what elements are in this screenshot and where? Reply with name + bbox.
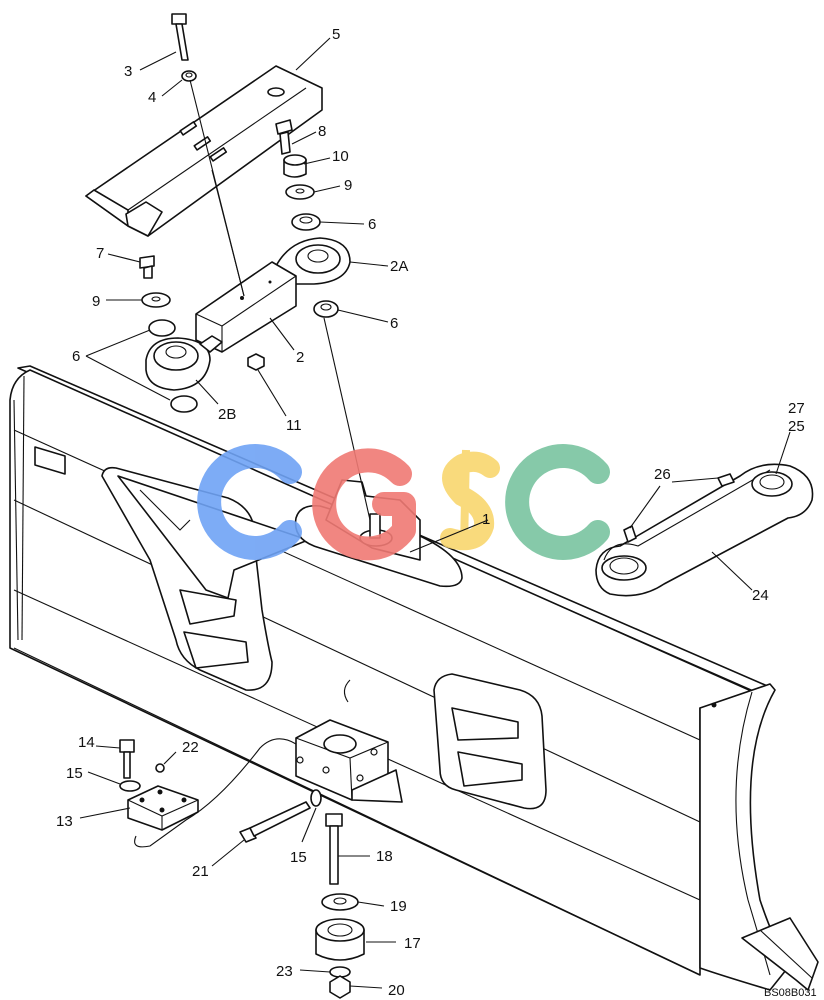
nut-11: [247, 353, 265, 371]
callout-14: 14: [78, 734, 95, 751]
callout-6-left: 6: [72, 348, 80, 365]
bolt-14-head: [119, 739, 135, 753]
washer-9-upper: [285, 184, 315, 200]
bolt-8-shank: [279, 131, 291, 155]
left-bracket-lug-lower: [183, 631, 249, 669]
blade-end-plate: [699, 683, 791, 991]
callout-3: 3: [124, 63, 132, 80]
callout-8: 8: [318, 123, 326, 140]
callout-10: 10: [332, 148, 349, 165]
watermark-logo: [197, 444, 610, 561]
drawing-code: BS08B031: [764, 987, 817, 999]
callout-19: 19: [390, 898, 407, 915]
bolt-3-shank: [175, 23, 189, 61]
callout-26: 26: [654, 466, 671, 483]
right-bracket-lug-lower: [457, 751, 523, 787]
grease-fitting-22: [155, 763, 165, 773]
bolt-21-shank: [249, 801, 311, 837]
callout-2b: 2B: [218, 406, 236, 423]
watermark-letter-3-bar: [460, 449, 470, 549]
name-plate: [34, 446, 66, 475]
callout-9-upper: 9: [344, 177, 352, 194]
right-bracket-lug-upper: [451, 707, 519, 741]
washer-4: [181, 70, 197, 82]
bolt-8-head: [275, 119, 293, 135]
tube-end-right: [125, 201, 163, 237]
watermark-letter-2: [312, 448, 416, 561]
rod-end-2b-ball: [153, 341, 199, 371]
callout-24: 24: [752, 587, 769, 604]
grease-fitting-26-upper: [717, 473, 735, 487]
callout-21: 21: [192, 863, 209, 880]
washer-9-left: [141, 292, 171, 308]
bolt-18-shank: [329, 825, 339, 885]
callout-27: 27: [788, 400, 805, 417]
washer-19: [321, 893, 359, 911]
watermark-letter-3: [440, 451, 500, 551]
dozer-blade: [9, 365, 819, 991]
left-bracket-lug-upper: [179, 589, 237, 625]
bolt-7-shank: [143, 265, 153, 279]
blade-mark: [343, 679, 351, 703]
link-bushing-25-right: [751, 471, 793, 497]
grease-fitting-26-lower: [623, 525, 637, 543]
callout-2a: 2A: [390, 258, 408, 275]
spacer-6-left-lower: [170, 395, 198, 413]
bolt-18-head: [325, 813, 343, 827]
spacer-6-right: [313, 300, 339, 318]
callout-6-upper: 6: [368, 216, 376, 233]
washer-15-left: [119, 780, 141, 792]
upper-linkage: [85, 13, 371, 521]
callout-18: 18: [376, 848, 393, 865]
bolt-3-head: [171, 13, 187, 25]
washer-15-right: [310, 789, 322, 807]
callout-25: 25: [788, 418, 805, 435]
callout-labels: 1 2 2A 2B 3 4 5 6 6 6 7 8 9 9 10 11 13 1…: [56, 26, 817, 999]
mount-bore: [323, 734, 357, 754]
spacer-6-upper: [291, 213, 321, 231]
adjuster-body-2: [195, 261, 297, 353]
pivot-pin: [369, 513, 381, 539]
tube-slot-3: [209, 147, 228, 162]
blade-cutting-tip: [741, 917, 819, 991]
callout-15-left: 15: [66, 765, 83, 782]
tube-slot-2: [193, 136, 212, 151]
mount-wedge: [351, 769, 403, 803]
link-24: [595, 463, 814, 597]
callout-20: 20: [388, 982, 405, 999]
rod-end-2a-ball: [295, 244, 341, 274]
tube-slot-1: [179, 121, 198, 136]
callout-5: 5: [332, 26, 340, 43]
callout-22: 22: [182, 739, 199, 756]
callout-17: 17: [404, 935, 421, 952]
callout-23: 23: [276, 963, 293, 980]
bolt-7-head: [139, 255, 155, 269]
callout-7: 7: [96, 245, 104, 262]
lower-mount-hardware: [119, 738, 365, 999]
right-push-bracket: [433, 673, 547, 810]
end-plate-hole: [711, 702, 717, 708]
callout-1: 1: [482, 511, 490, 528]
callout-2: 2: [296, 349, 304, 366]
watermark-letter-1: [197, 444, 302, 560]
watermark-letter-4: [505, 444, 610, 560]
link-bushing-25-left: [601, 555, 647, 581]
callout-4: 4: [148, 89, 156, 106]
spacer-6-left-upper: [148, 319, 176, 337]
callout-9-left: 9: [92, 293, 100, 310]
link-arm: [595, 463, 814, 597]
callout-13: 13: [56, 813, 73, 830]
leader-lines: [79, 37, 791, 989]
nut-20: [329, 975, 351, 999]
callout-15-right: 15: [290, 849, 307, 866]
bolt-14-shank: [123, 751, 131, 779]
callout-11: 11: [286, 417, 302, 434]
callout-6-right: 6: [390, 315, 398, 332]
tube-hole: [267, 87, 285, 97]
